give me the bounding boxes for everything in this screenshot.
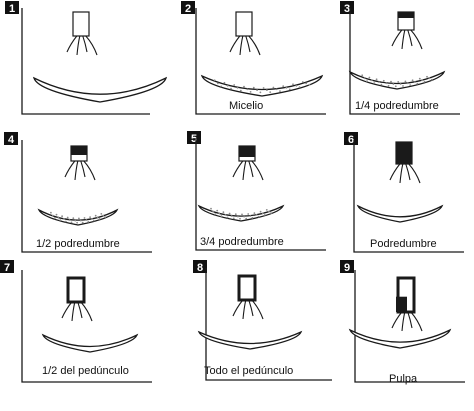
panel-1-number: 1 [9,3,15,15]
panel-6-crown-rot [396,142,412,164]
panel-5-crown-rot [239,146,255,157]
panel-1: 1 [5,1,168,115]
panel-2-fruit [200,74,324,97]
panel-9-fruit [348,328,452,349]
panel-5-axes [195,138,326,251]
panel-5: 5 [187,131,326,251]
panel-4-fruit-mycelium [50,211,106,224]
panel-3: 3 [340,1,460,115]
panel-7-crown [66,276,86,304]
panel-6-number: 6 [348,134,354,146]
panel-2-badge [181,1,195,14]
panel-4: 4 [4,132,152,253]
panel-3-crown-rot [398,12,414,18]
panel-7-badge [0,260,14,273]
caption-5: 3/4 podredumbre [200,236,284,248]
panel-4-number: 4 [8,134,15,146]
panel-1-fruit [32,76,168,103]
panel-3-number: 3 [344,3,350,15]
panel-8-crown [237,274,257,302]
panel-9-fingers [391,311,423,332]
caption-8: Todo el pedúnculo [204,365,294,377]
panel-7-axes [21,270,152,383]
panel-2-crown [235,11,253,37]
panel-6-axes [353,140,464,253]
panel-4-badge [4,132,18,145]
panel-2: 2 [181,1,326,115]
panel-5-number: 5 [191,133,197,145]
panel-7-fingers [61,301,93,322]
panel-2-axes [195,8,326,115]
panel-8: 8 [193,260,332,381]
panel-9-axes [354,270,465,383]
panel-1-fingers [66,35,98,56]
panel-5-fingers [232,160,264,181]
panel-2-fruit-mycelium [213,79,311,94]
caption-3: 1/4 podredumbre [355,100,439,112]
panel-9-pulp-rot [396,296,407,312]
panel-9-badge [340,260,354,273]
panel-7: 7 [0,260,152,383]
panel-2-fingers [229,35,261,56]
panel-6-fingers [389,163,421,184]
panel-9-number: 9 [344,262,350,274]
panel-2-number: 2 [185,3,191,15]
caption-6: Podredumbre [370,238,437,250]
panel-1-badge [5,1,19,14]
panel-5-fruit [197,204,285,222]
caption-7: 1/2 del pedúnculo [42,365,129,377]
panel-1-crown [72,11,90,37]
panel-7-fruit [41,333,139,353]
panel-4-crown-rot [71,146,87,155]
caption-2: Micelio [229,100,264,112]
panel-3-fingers [391,29,423,50]
panel-8-axes [205,268,332,381]
panel-3-fruit [348,70,446,90]
panel-4-fingers [64,160,96,181]
caption-4: 1/2 podredumbre [36,238,120,250]
panel-6: 6 [344,132,464,253]
panel-8-badge [193,260,207,273]
panel-5-fruit-mycelium [210,207,272,220]
panel-4-axes [21,140,152,253]
panel-6-fruit [356,204,444,223]
panel-8-fruit [197,330,303,350]
panel-3-axes [349,8,460,115]
panel-8-number: 8 [197,262,203,274]
panel-5-badge [187,131,201,144]
panel-8-fingers [232,299,264,320]
panel-7-number: 7 [4,262,10,274]
caption-9: Pulpa [389,373,418,385]
panel-9: 9 [340,260,465,383]
panel-3-fruit-mycelium [361,74,433,88]
panel-1-axes [21,8,150,115]
